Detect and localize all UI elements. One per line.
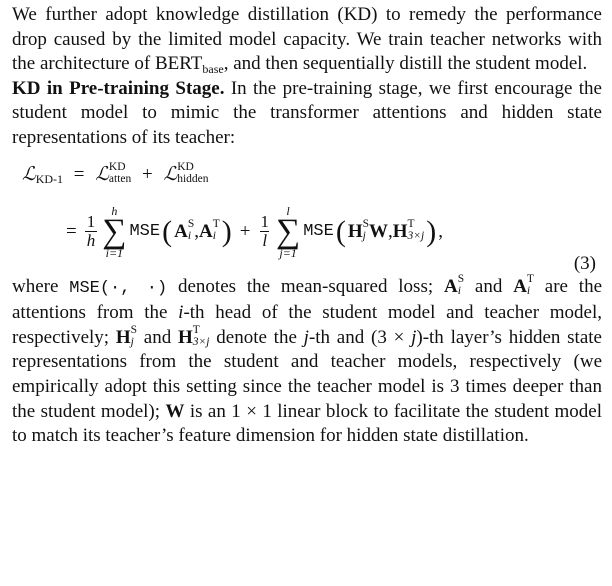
summation-over-i: h∑i=1 <box>102 205 126 259</box>
mse-operator-2: MSE <box>303 222 334 242</box>
plus-sign: + <box>142 163 153 185</box>
comma-1: , <box>194 220 199 242</box>
var-i: i <box>178 302 184 324</box>
var-j: j <box>303 326 309 348</box>
equals-sign: = <box>73 163 85 185</box>
sigma-icon-2: ∑ <box>275 212 301 250</box>
sub-j: j <box>362 229 366 242</box>
inline-sup-s-2: S <box>130 324 138 337</box>
section-heading: KD in Pre-training Stage. <box>12 77 225 99</box>
atten-loss-sub: atten <box>108 173 132 186</box>
where-text-3: -th head of the student model and teache… <box>12 302 602 348</box>
inline-sub-3j: 3×j <box>192 336 210 349</box>
trailing-comma: , <box>438 220 443 242</box>
hidden-student: H <box>347 220 363 242</box>
left-paren: ( <box>162 214 173 248</box>
sum1-lower: i=1 <box>105 245 124 260</box>
attention-teacher-inline: A <box>513 275 527 297</box>
equals-sign-2: = <box>66 220 77 242</box>
where-text-1: denotes the mean-squared loss; <box>167 275 444 297</box>
paragraph-intro: We further adopt knowledge distillation … <box>12 3 602 77</box>
left-paren-2: ( <box>335 214 346 248</box>
where-text-5: -th and (3 × <box>308 326 412 348</box>
right-paren: ) <box>221 214 232 248</box>
where-text-7: is an 1 × 1 linear block to facilitate t… <box>12 400 602 447</box>
kd-pretraining-text: In the pre-training stage, we first enco… <box>12 77 602 148</box>
hidden-loss-symbol: ℒ <box>163 162 178 185</box>
weight-matrix: W <box>369 220 388 242</box>
sum1-upper: h <box>111 203 118 218</box>
frac1-denominator: h <box>84 231 98 251</box>
sub-i-2: i <box>212 229 216 242</box>
atten-loss-sup: KD <box>108 161 126 174</box>
summation-over-j: l∑j=1 <box>276 205 300 259</box>
sum2-lower: j=1 <box>279 245 297 260</box>
mse-operator: MSE <box>129 222 161 242</box>
inline-sup-t-1: T <box>526 273 534 286</box>
loss-symbol: ℒ <box>22 162 36 185</box>
where-text: where <box>12 275 70 297</box>
right-paren-2: ) <box>426 214 437 248</box>
where-text-2: are the attentions from the <box>12 275 603 324</box>
frac2-denominator: l <box>260 231 270 251</box>
mse-function: MSE(·, ·) <box>69 278 168 298</box>
inline-sub-i-1: i <box>457 285 461 298</box>
hidden-loss-sup: KD <box>177 161 194 174</box>
hidden-student-inline: H <box>115 326 131 348</box>
loss-subscript: KD-1 <box>35 171 64 186</box>
where-text-4: denote the <box>209 326 304 348</box>
where-text-6: )-th layer’s hidden state representation… <box>12 326 602 422</box>
comma-2: , <box>388 220 393 242</box>
intro-text-end: , and then sequentially distill the stud… <box>223 53 588 75</box>
attention-teacher: A <box>198 220 213 242</box>
and-text-2: and <box>137 326 178 348</box>
inline-sub-j: j <box>130 336 134 349</box>
sup-s-2: S <box>362 217 369 230</box>
sum2-upper: l <box>286 203 290 218</box>
weight-matrix-inline: W <box>165 400 185 422</box>
inline-sup-t-2: T <box>192 324 200 337</box>
sub-i-1: i <box>187 229 192 242</box>
sup-t-2: T <box>407 217 415 230</box>
plus-sign-2: + <box>239 220 251 242</box>
intro-text: We further adopt knowledge distillation … <box>12 4 602 75</box>
atten-loss-symbol: ℒ <box>95 162 109 185</box>
attention-student: A <box>174 220 188 242</box>
hidden-teacher: H <box>392 220 408 242</box>
inline-sub-i-2: i <box>526 285 531 298</box>
inline-sup-s-1: S <box>457 273 465 286</box>
paragraph-kd-pretraining: KD in Pre-training Stage. In the pre-tra… <box>12 77 602 151</box>
bert-subscript: base <box>202 61 224 76</box>
sup-s-1: S <box>187 217 195 230</box>
frac2-numerator: 1 <box>260 212 269 232</box>
paragraph-where: where MSE(·, ·) denotes the mean-squared… <box>12 273 603 449</box>
hidden-teacher-inline: H <box>178 326 193 348</box>
sub-3j: 3×j <box>407 229 425 242</box>
equation-number: (3) <box>573 252 596 274</box>
hidden-loss-sub: hidden <box>177 173 209 186</box>
var-j-2: j <box>411 326 417 348</box>
frac1-numerator: 1 <box>86 212 96 232</box>
and-text-1: and <box>464 275 514 297</box>
attention-student-inline: A <box>443 275 458 297</box>
sigma-icon: ∑ <box>102 212 127 250</box>
sup-t-1: T <box>212 217 220 230</box>
